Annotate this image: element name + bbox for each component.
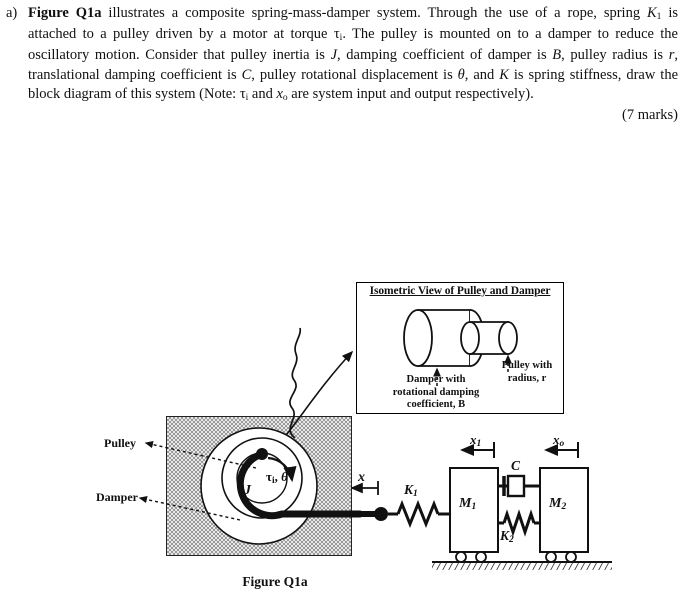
symbol-J: J [330,47,337,64]
label-spring-k2: K2 [500,528,514,545]
rope-spring-joint-dot [374,507,388,521]
label-m2-sub: 2 [561,502,567,512]
xo-dimension-arrow [544,442,579,458]
question-text-part4: , damping coefficient of damper is [337,47,553,64]
isometric-damper-label: Damper with rotational damping coefficie… [376,374,496,412]
symbol-K1: K [647,5,657,21]
figure-q1a: Isometric View of Pulley and Damper [0,138,688,589]
symbol-B: B [552,47,562,64]
label-torque-sub: i [272,476,275,486]
figure-vector-layer [138,309,612,570]
symbol-tau-i-2: τ [239,85,246,102]
label-k2-sub: 2 [509,535,514,545]
question-text-part2: is attached to a pulley driven by a moto… [28,5,679,43]
question-text-part8: , and [464,66,500,83]
rope-anchor-dot [256,448,268,460]
question-bold-lead: Figure Q1a [28,5,102,21]
damper-c [498,474,540,498]
x-rope-dimension-arrow [350,481,379,495]
question-text-part7: , pulley rotational displacement is [251,66,458,83]
label-xo-sub: o [559,439,565,449]
label-mass-m2: M2 [549,496,566,512]
isometric-damper-label-line3: coefficient, B [406,399,466,410]
label-k1-sub: 1 [413,489,418,499]
symbol-C: C [241,66,252,83]
isometric-pulley-label-line2: radius, r [507,372,547,384]
label-damper-c: C [511,458,521,473]
spring-k1 [388,499,450,529]
rope-squiggle [289,327,302,439]
question-text: Figure Q1a illustrates a composite sprin… [28,4,688,106]
label-xo-symbol: x [553,432,560,447]
marks-text: (7 marks) [622,107,678,124]
symbol-xo-sub: o [282,92,288,103]
isometric-damper-label-line2: rotational damping [392,386,480,398]
label-x1: x1 [470,432,482,449]
isometric-damper-label-line1: Damper with [406,374,466,385]
isometric-view-title: Isometric View of Pulley and Damper [369,285,551,297]
ground-surface [432,561,612,570]
isometric-pulley-label: Pulley with radius, r [492,360,562,385]
mass-m2-wheels [545,551,577,563]
question-text-part10: and [248,85,277,102]
question-text-part3: . The pulley is mounted on to a damper t… [28,26,678,64]
symbol-K: K [499,66,509,83]
question-text-part1: illustrates a composite spring-mass-damp… [101,5,647,21]
label-x1-symbol: x [470,432,477,447]
symbol-tau-i-sub: i [339,33,343,44]
label-inertia-j: J [244,483,251,498]
question-text-part5: , pulley radius is [561,47,669,64]
figure-caption: Figure Q1a [242,574,308,589]
question-marker: a) [6,5,18,21]
label-xo: xo [553,432,565,449]
label-m1-sub: 1 [471,502,477,512]
label-k1-symbol: K [404,482,414,497]
x1-dimension-arrow [460,442,495,458]
label-x1-sub: 1 [476,439,482,449]
label-theta-symbol: θ [281,469,288,484]
label-m2-symbol: M [549,496,562,511]
question-block: a) Figure Q1a illustrates a composite sp… [0,4,688,125]
question-text-part9: is spring stiffness, draw the block diag… [28,66,679,102]
label-torque-theta: τi, θ [266,469,288,486]
question-text-part6: , translational damping coefficient is [28,47,679,83]
page-root: a) Figure Q1a illustrates a composite sp… [0,4,688,589]
label-k2-symbol: K [500,528,510,543]
label-m1-symbol: M [459,496,472,511]
label-mass-m1: M1 [459,496,476,512]
label-x-rope: x [358,470,365,485]
symbol-tau-i: τ [333,26,340,43]
symbol-K1-sub: 1 [656,12,662,22]
symbol-r: r [668,47,675,64]
symbol-theta: θ [457,66,465,83]
isometric-pulley-label-line1: Pulley with [501,360,553,371]
symbol-tau-i-2-sub: i [245,92,249,103]
label-damper: Damper [96,490,138,504]
isometric-pulley-cylinder [460,321,518,355]
question-text-part11: are system input and output respectively… [287,85,534,102]
symbol-xo: x [276,85,283,102]
label-pulley: Pulley [104,436,136,450]
pulley-label-leader [144,441,257,469]
mass-m1-wheels [455,551,487,563]
label-spring-k1: K1 [404,482,418,499]
